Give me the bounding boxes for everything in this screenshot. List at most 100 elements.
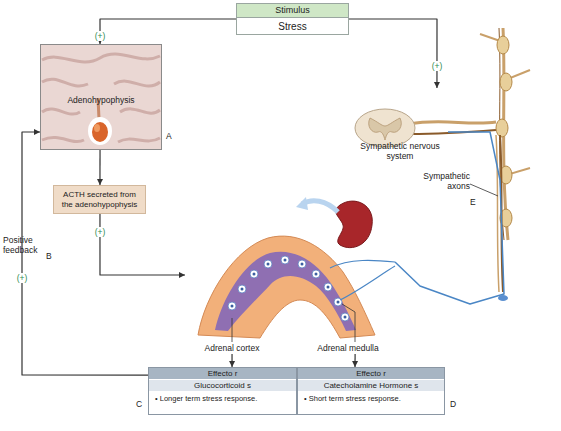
callout-letter: D: [450, 400, 462, 410]
adrenal-gland-illustration-part-part: [301, 263, 304, 266]
node-heading: Adenohypophysis: [41, 95, 161, 105]
node-heading: Sympathetic nervous system: [352, 142, 448, 162]
effector-cell: Effecto rCatecholamine Hormone s• Short …: [297, 367, 445, 415]
connector-arrow: [352, 354, 358, 367]
pituitary-illustration-part: [42, 109, 80, 114]
adrenal-gland-illustration-part: [228, 256, 349, 321]
leader-line: [232, 184, 498, 342]
adrenal-gland-illustration-part-part: [241, 288, 244, 291]
connector-arrow: [97, 19, 236, 44]
adrenal-gland-illustration-part-part: [298, 260, 306, 268]
hormone-box: ACTH secreted from the adenohypophysis: [53, 185, 146, 214]
sympathetic-chain: [480, 28, 530, 301]
node-text: Adrenal medulla: [303, 343, 393, 354]
adrenal-gland: Adrenal cortexAdrenal medulla: [185, 218, 395, 354]
node-heading: Stimulus: [237, 4, 348, 18]
spinal-cord-illustration-part: [410, 122, 496, 124]
adrenal-gland-illustration-part-part: [327, 286, 330, 289]
edge-label: (+): [94, 227, 107, 237]
sympathetic-chain-part: [498, 295, 508, 301]
node-text: • Longer term stress response.: [149, 391, 296, 406]
pituitary-illustration-part: [94, 124, 100, 132]
node-heading: Effecto r: [149, 368, 296, 379]
kidney-illustration-part: [296, 197, 308, 210]
pituitary-illustration-part: [42, 54, 160, 62]
leader-line-part: [342, 304, 355, 342]
spinal-cord-illustration-part: [410, 130, 496, 134]
annotation-label: Sympathetic axons: [416, 172, 470, 192]
kidney-illustration: [296, 197, 372, 248]
connector-line: [100, 19, 236, 44]
adrenal-gland-illustration-part: [231, 259, 347, 319]
adrenal-gland-illustration-part-part: [250, 270, 258, 278]
gland-illustration-box: Adenohypophysis: [40, 44, 162, 150]
connector-line: [99, 150, 100, 185]
edge-label: (+): [431, 61, 444, 71]
pituitary-illustration-part: [114, 81, 160, 86]
adrenal-gland-illustration-part-part: [264, 260, 272, 268]
callout-letter: C: [136, 400, 148, 410]
connector-arrow: [97, 150, 103, 185]
adrenal-gland-illustration-part-part: [284, 259, 287, 262]
pituitary-illustration-part: [42, 137, 84, 141]
pituitary-illustration: [40, 44, 162, 150]
connector-arrow: [349, 19, 440, 88]
pituitary-illustration-part: [120, 109, 160, 113]
pituitary-illustration-part: [88, 117, 112, 145]
adrenal-gland-illustration-part-part: [267, 263, 270, 266]
adrenal-gland-illustration-part-part: [312, 270, 320, 278]
node-heading: ACTH secreted from the adenohypophysis: [57, 190, 142, 208]
node-text: • Short term stress response.: [298, 391, 444, 406]
node-text: Stress: [237, 18, 348, 35]
connector-line: [349, 19, 437, 88]
adrenal-gland-illustration-part-part: [344, 316, 347, 319]
adrenal-gland-illustration-part-part: [231, 305, 234, 308]
spinal-cord-illustration: [355, 109, 496, 147]
callout-letter: A: [166, 132, 178, 142]
node-text: Glucocorticoid s: [149, 379, 296, 391]
effector-cell: Effecto rGlucocorticoid s• Longer term s…: [148, 367, 297, 415]
adrenal-gland-illustration-part-part: [341, 313, 349, 321]
sympathetic-chain-part: [500, 135, 503, 292]
connector-arrow: [229, 354, 235, 367]
leader-line-part: [232, 318, 233, 342]
adrenal-gland-illustration-part-part: [324, 283, 332, 291]
arrow-head: [179, 272, 185, 278]
pituitary-illustration-part: [42, 79, 88, 86]
kidney-illustration-part: [336, 201, 372, 248]
edge-label: (+): [94, 31, 107, 41]
nerve-illustration: Sympathetic nervous system: [352, 88, 448, 168]
pituitary-illustration-part: [40, 44, 162, 150]
adrenal-gland-illustration-part: [330, 260, 395, 268]
annotation-label: Positive feedback: [3, 236, 45, 256]
stimulus-box: StimulusStress: [236, 3, 349, 35]
connector-arrow: [22, 129, 148, 375]
adrenal-gland-illustration-part: [198, 236, 375, 338]
callout-letter: B: [46, 252, 58, 262]
sympathetic-chain-part: [496, 119, 508, 137]
leader-line-part: [470, 184, 498, 196]
sympathetic-chain-part: [497, 36, 509, 54]
adrenal-gland-illustration-part: [215, 252, 356, 331]
arrow-head: [434, 82, 440, 88]
pituitary-illustration-part: [92, 122, 108, 142]
connector-line: [354, 354, 355, 367]
callout-letter: E: [470, 198, 482, 208]
adrenal-gland-illustration-part-part: [238, 285, 246, 293]
node-text: Catecholamine Hormone s: [298, 379, 444, 391]
connector-line: [100, 214, 185, 275]
connector-arrow: [100, 214, 185, 278]
connector-line: [231, 354, 232, 367]
sympathetic-chain-part: [500, 73, 512, 91]
adrenal-gland-illustration-part-part: [315, 273, 318, 276]
pituitary-illustration-part: [118, 138, 160, 142]
node-heading: Effecto r: [298, 368, 444, 379]
sympathetic-chain-part: [496, 135, 499, 292]
adrenal-gland-illustration-part-part: [337, 301, 340, 304]
spinal-cord-illustration-part: [355, 109, 415, 147]
connector-line: [22, 132, 148, 375]
adrenal-gland-illustration-part: [340, 266, 395, 300]
adrenal-gland-illustration-part-part: [228, 302, 236, 310]
adrenal-gland-illustration: [198, 236, 395, 338]
